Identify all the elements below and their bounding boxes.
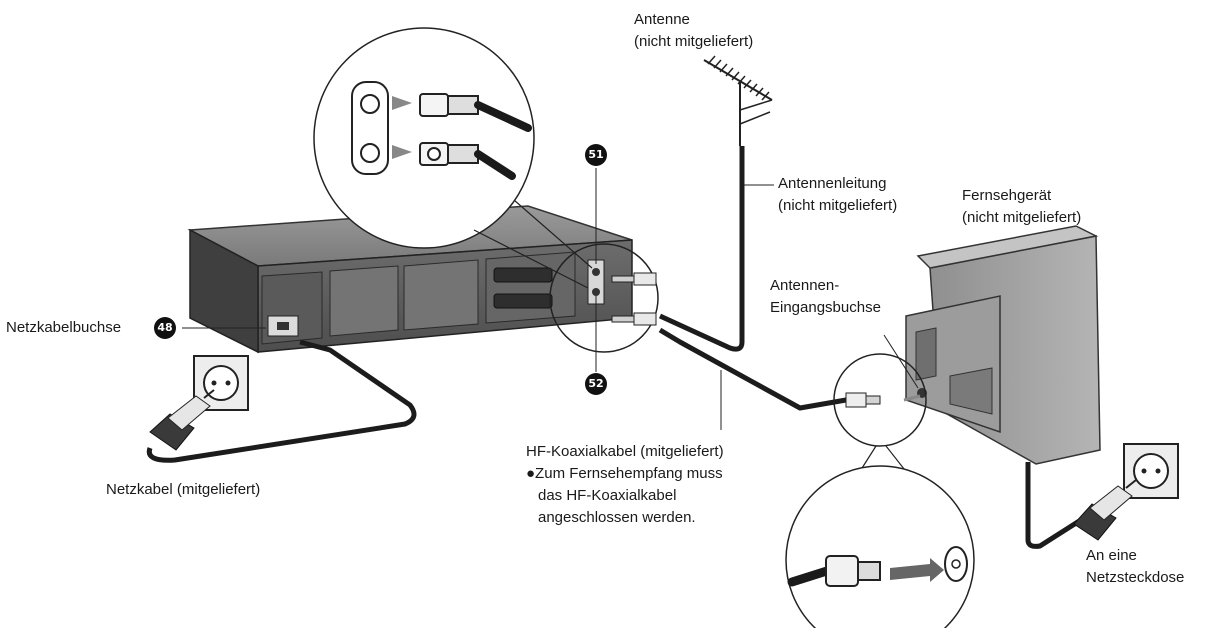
antenna-label: Antenne bbox=[634, 11, 690, 28]
tv-connection-zoom-detail bbox=[787, 546, 968, 587]
rf-out-jack bbox=[592, 288, 600, 296]
scart-connector bbox=[493, 267, 553, 283]
tv-top bbox=[916, 225, 1099, 269]
callout-52: 52 bbox=[585, 373, 607, 395]
zoom-guide-line bbox=[513, 199, 593, 269]
outlet-label-line1: An eine bbox=[1086, 547, 1137, 564]
scart-connector bbox=[493, 293, 553, 309]
power-plug-right bbox=[1073, 479, 1137, 541]
tv-power-cable bbox=[1025, 462, 1086, 549]
vcr-power-inlet-slot bbox=[277, 322, 289, 330]
television bbox=[883, 225, 1101, 549]
antenna-cable-label: Antennenleitung bbox=[778, 175, 887, 192]
connector-zoom-circle bbox=[313, 27, 535, 249]
vcr-back-section bbox=[403, 259, 479, 331]
callout-48: 48 bbox=[154, 317, 176, 339]
rf-note-line2: das HF-Koaxialkabel bbox=[538, 487, 677, 504]
vcr-side-panel bbox=[189, 228, 259, 354]
wall-outlet-right bbox=[1123, 443, 1179, 499]
rf-cable-label: HF-Koaxialkabel (mitgeliefert) bbox=[526, 443, 724, 460]
rf-note-line1: ●Zum Fernsehempfang muss bbox=[526, 465, 723, 482]
antenna-cable bbox=[658, 146, 745, 352]
power-plug-left bbox=[149, 389, 215, 451]
connector-zoom-detail bbox=[351, 81, 532, 180]
outlet-label-line2: Netzsteckdose bbox=[1086, 569, 1185, 586]
vcr-power-cable bbox=[146, 339, 417, 463]
vcr-unit bbox=[187, 205, 633, 354]
antenna-note: (nicht mitgeliefert) bbox=[634, 33, 754, 50]
tv-jack-zoom-detail bbox=[845, 392, 921, 408]
tv-rear-inset bbox=[915, 327, 937, 381]
tv-rear-vent bbox=[949, 367, 993, 415]
rf-jack-zoom-circle bbox=[549, 243, 659, 353]
power-socket-label: Netzkabelbuchse bbox=[6, 319, 122, 336]
rf-note-line3: angeschlossen werden. bbox=[538, 509, 696, 526]
tv-label: Fernsehgerät bbox=[962, 187, 1052, 204]
rf-in-jack bbox=[592, 268, 600, 276]
tv-jack-zoom-circle bbox=[833, 353, 927, 447]
zoom-guide-line bbox=[473, 229, 589, 289]
antenna-cable-note: (nicht mitgeliefert) bbox=[778, 197, 898, 214]
rf-jack-zoom-detail bbox=[611, 272, 657, 326]
tv-note: (nicht mitgeliefert) bbox=[962, 209, 1082, 226]
antenna-input-label-line2: Eingangsbuchse bbox=[770, 299, 881, 316]
antenna-input-label-line1: Antennen- bbox=[770, 277, 840, 294]
antenna-input-leader bbox=[883, 334, 919, 389]
vcr-back-section bbox=[329, 265, 399, 337]
callout-51: 51 bbox=[585, 144, 607, 166]
antenna-icon bbox=[703, 55, 773, 146]
tv-connection-zoom-circle bbox=[785, 465, 975, 628]
rf-coax-cable bbox=[658, 327, 847, 411]
power-cable-label: Netzkabel (mitgeliefert) bbox=[106, 481, 261, 498]
vcr-back-section bbox=[485, 251, 576, 324]
